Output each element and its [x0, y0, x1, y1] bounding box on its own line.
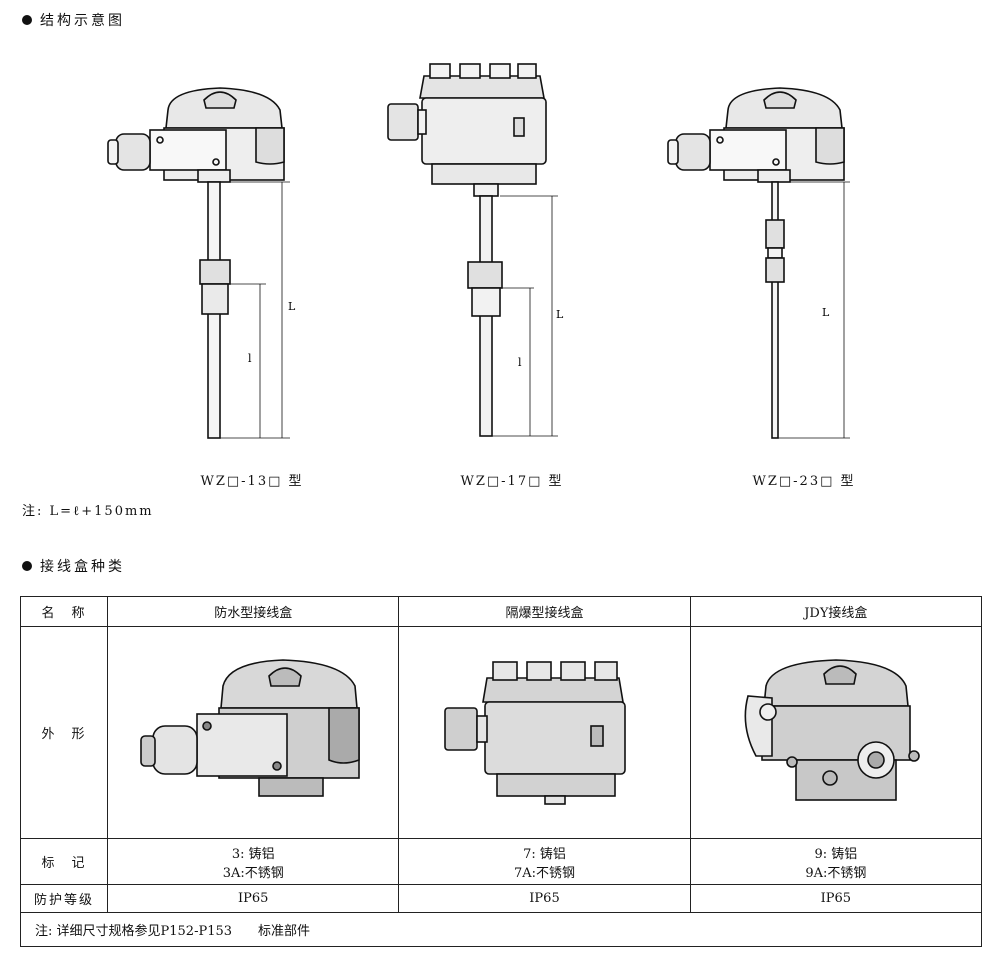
cell-shape-explosion-proof	[398, 626, 691, 839]
mark-aluminum: 7: 铸铝	[523, 846, 566, 862]
cell-name-explosion-proof: 隔爆型接线盒	[398, 596, 691, 627]
formula-note: 注: L=ℓ+150mm	[22, 504, 154, 519]
dim-L-label: L	[822, 306, 830, 319]
table-row-mark: 标 记 3: 铸铝 3A:不锈钢 7: 铸铝 7A:不锈钢 9: 铸铝 9A:不…	[19, 838, 983, 885]
cell-protection-explosion-proof: IP65	[398, 884, 691, 913]
explosion-proof-box-image	[443, 660, 626, 805]
row-header-protection: 防护等级	[19, 884, 109, 913]
waterproof-box-image	[140, 658, 361, 797]
drawing-wz17: L l	[387, 63, 564, 437]
cell-mark-waterproof: 3: 铸铝 3A:不锈钢	[107, 838, 400, 885]
row-header-name: 名 称	[19, 596, 109, 627]
cell-protection-jdy: IP65	[689, 884, 983, 913]
caption-wz23: WZ□-23□ 型	[752, 474, 856, 489]
drawing-wz23: L	[667, 87, 850, 439]
cell-name-waterproof: 防水型接线盒	[107, 596, 400, 627]
bullet-icon	[22, 561, 32, 571]
cell-protection-waterproof: IP65	[107, 884, 400, 913]
table-footnote: 注: 详细尺寸规格参见P152-P153 标准部件	[20, 912, 982, 947]
cell-name-jdy: JDY接线盒	[689, 596, 983, 627]
section-boxes-heading: 接线盒种类	[22, 556, 125, 576]
table-row-shape: 外 形	[19, 626, 983, 839]
mark-aluminum: 9: 铸铝	[814, 846, 858, 862]
junction-box-table: 名 称 防水型接线盒 隔爆型接线盒 JDY接线盒 外 形	[19, 596, 983, 947]
table-row-protection: 防护等级 IP65 IP65 IP65	[19, 884, 983, 913]
row-header-shape: 外 形	[19, 626, 109, 839]
section-structure-heading: 结构示意图	[22, 10, 125, 30]
cell-shape-jdy	[689, 626, 983, 839]
section-structure-title: 结构示意图	[40, 13, 125, 29]
cell-mark-explosion-proof: 7: 铸铝 7A:不锈钢	[398, 838, 691, 885]
caption-wz13: WZ□-13□ 型	[200, 474, 304, 489]
dim-L-label: L	[288, 300, 296, 313]
dim-l-label: l	[518, 356, 522, 369]
table-row-footnote: 注: 详细尺寸规格参见P152-P153 标准部件	[20, 912, 982, 947]
mark-stainless: 7A:不锈钢	[514, 865, 576, 881]
jdy-box-image	[744, 658, 920, 801]
mark-stainless: 9A:不锈钢	[805, 865, 867, 881]
section-boxes-title: 接线盒种类	[40, 559, 125, 575]
cell-mark-jdy: 9: 铸铝 9A:不锈钢	[689, 838, 983, 885]
dim-L-label: L	[556, 308, 564, 321]
cell-shape-waterproof	[107, 626, 400, 839]
table-row-name: 名 称 防水型接线盒 隔爆型接线盒 JDY接线盒	[19, 596, 983, 627]
mark-stainless: 3A:不锈钢	[222, 865, 284, 881]
mark-aluminum: 3: 铸铝	[231, 846, 275, 862]
dim-l-label: l	[248, 352, 252, 365]
row-header-mark: 标 记	[19, 838, 109, 885]
bullet-icon	[22, 15, 32, 25]
caption-wz17: WZ□-17□ 型	[460, 474, 564, 489]
drawing-wz13: L l	[107, 87, 296, 439]
